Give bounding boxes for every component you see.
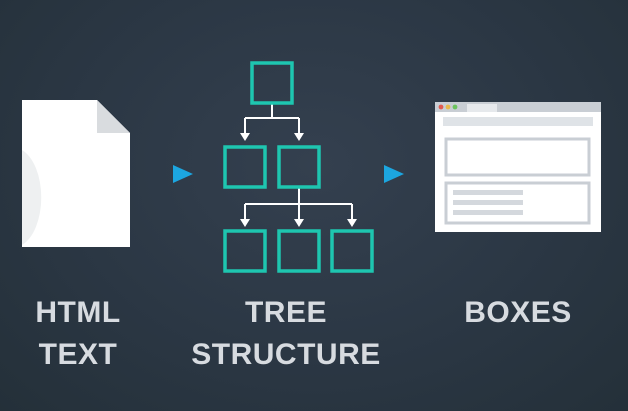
html-text-label-line1: HTML — [35, 296, 121, 329]
html-text-label: HTML TEXT — [18, 292, 138, 376]
tree-node-level3-right — [330, 229, 374, 273]
tree-node-level3-middle — [277, 229, 321, 273]
tree-arrowheads — [240, 133, 357, 227]
tree-node-root — [250, 61, 294, 105]
tree-structure-label-line1: TREE — [244, 296, 327, 329]
tree-nodes — [223, 61, 374, 273]
tree-node-level2-left — [223, 145, 267, 189]
tree-diagram — [244, 103, 353, 220]
tree-node-level3-left — [223, 229, 267, 273]
boxes-label-line1: BOXES — [464, 296, 572, 329]
html-document-icon — [22, 100, 130, 247]
tree-structure-label: TREE STRUCTURE — [186, 292, 386, 376]
tree-node-level2-right — [277, 145, 321, 189]
boxes-label: BOXES — [448, 292, 588, 334]
arrow-right-icon — [384, 165, 404, 183]
arrow-right-icon — [173, 165, 193, 183]
html-text-label-line2: TEXT — [38, 338, 118, 371]
tree-structure-label-line2: STRUCTURE — [191, 338, 381, 371]
browser-window-icon — [435, 102, 601, 232]
